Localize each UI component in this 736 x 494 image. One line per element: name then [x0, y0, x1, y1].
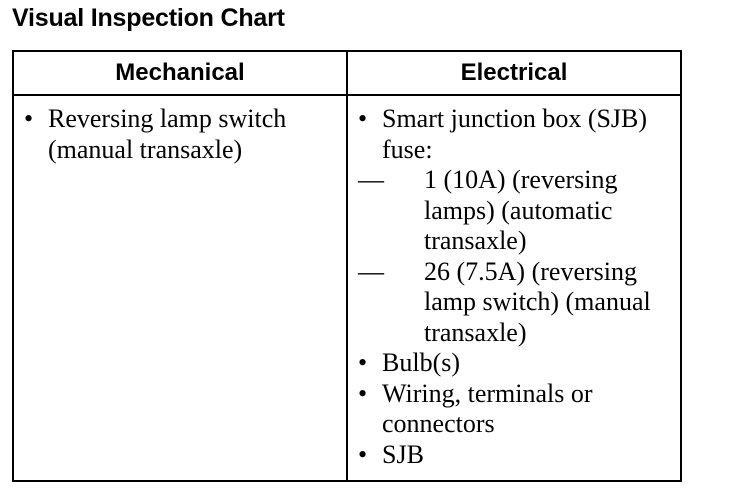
- mechanical-list: • Reversing lamp switch (manual transaxl…: [24, 104, 336, 165]
- sub-list-item-text: 1 (10A) (reversing lamps) (automatic tra…: [424, 165, 618, 255]
- bullet-mark: •: [358, 348, 368, 377]
- bullet-mark: •: [358, 378, 368, 408]
- list-item-text: Smart junction box (SJB) fuse:: [382, 104, 648, 164]
- dash-mark: —: [358, 165, 384, 194]
- list-item-text: Reversing lamp switch (manual transaxle): [48, 104, 287, 164]
- list-item: • Smart junction box (SJB) fuse:: [358, 104, 670, 165]
- electrical-header: Electrical: [346, 50, 682, 96]
- sub-list-item-text: 26 (7.5A) (reversing lamp switch) (manua…: [424, 256, 651, 347]
- list-item: • Bulb(s): [358, 348, 670, 379]
- visual-inspection-table: Mechanical Electrical • Reversing lamp s…: [12, 50, 682, 482]
- electrical-list: • Smart junction box (SJB) fuse: — 1 (10…: [358, 104, 670, 470]
- sub-list-item: — 26 (7.5A) (reversing lamp switch) (man…: [358, 257, 670, 349]
- list-item-text: Wiring, terminals or connectors: [382, 378, 593, 439]
- list-item-text: SJB: [382, 439, 424, 469]
- table-row: • Reversing lamp switch (manual transaxl…: [12, 94, 682, 482]
- list-item: • Wiring, terminals or connectors: [358, 379, 670, 440]
- electrical-cell: • Smart junction box (SJB) fuse: — 1 (10…: [346, 94, 682, 482]
- list-item-text: Bulb(s): [382, 348, 460, 377]
- bullet-mark: •: [358, 439, 368, 469]
- dash-mark: —: [358, 256, 384, 286]
- bullet-mark: •: [358, 104, 368, 133]
- mechanical-cell: • Reversing lamp switch (manual transaxl…: [12, 94, 348, 482]
- header-row: Mechanical Electrical: [12, 50, 682, 96]
- mechanical-header: Mechanical: [12, 50, 348, 96]
- page-title: Visual Inspection Chart: [12, 4, 285, 32]
- list-item: • Reversing lamp switch (manual transaxl…: [24, 104, 336, 165]
- list-item: • SJB: [358, 440, 670, 471]
- sub-list-item: — 1 (10A) (reversing lamps) (automatic t…: [358, 165, 670, 257]
- bullet-mark: •: [24, 104, 34, 133]
